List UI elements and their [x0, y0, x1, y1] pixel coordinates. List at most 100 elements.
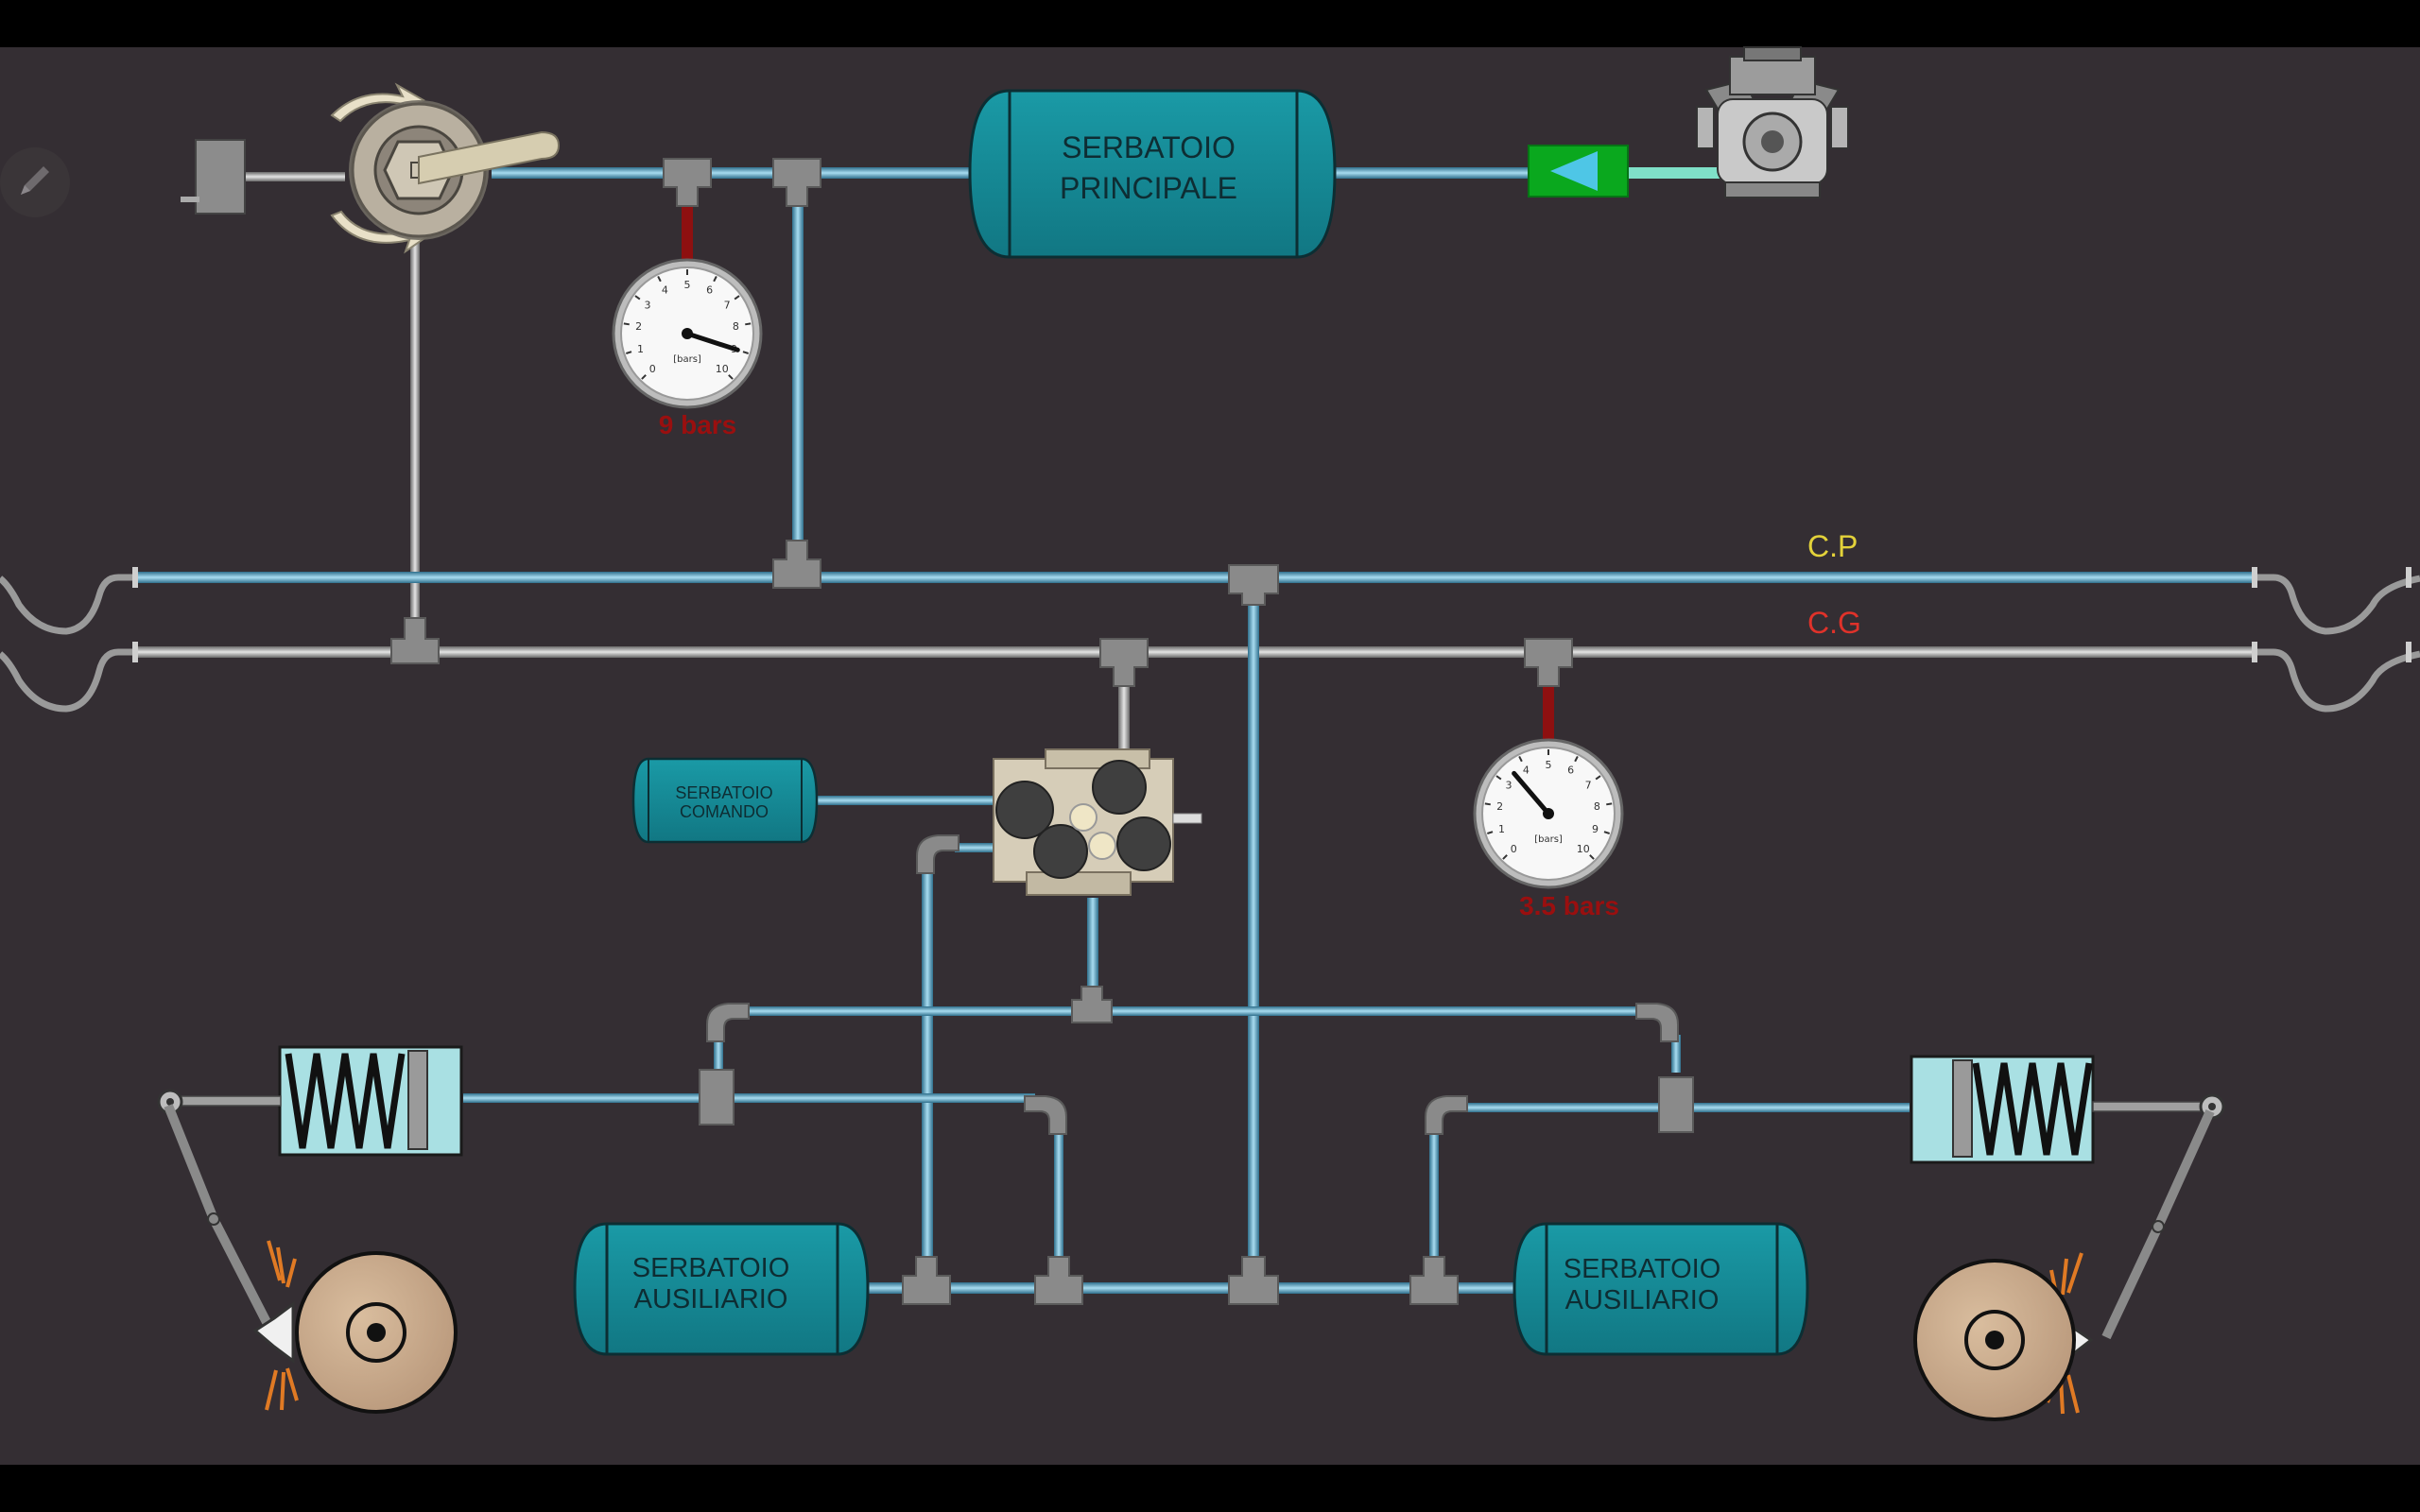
- gauge-tick-label: 6: [1567, 765, 1574, 777]
- brake-lever[interactable]: [418, 130, 561, 185]
- gauge-tick-label: 1: [637, 343, 644, 355]
- pipe-command-tank: [818, 796, 997, 805]
- tank-aux-left-label-2: AUSILIARIO: [634, 1284, 788, 1314]
- pipe-compressor-outlet: [1626, 167, 1730, 179]
- valve-mount: [195, 139, 246, 215]
- gauge-tick: [1487, 831, 1494, 834]
- elbow: [706, 1003, 750, 1042]
- t-fitting: [1228, 1256, 1279, 1305]
- gauge-tick: [742, 351, 749, 354]
- gauge-tick-label: 2: [635, 320, 642, 333]
- driver-brake-valve[interactable]: [181, 82, 561, 254]
- t-fitting: [1071, 986, 1113, 1023]
- pipe-aux-link: [865, 1282, 1517, 1294]
- t-fitting: [902, 1256, 951, 1305]
- gauge-tick-label: 3: [644, 299, 650, 311]
- tank-command-label-1: SERBATOIO: [675, 783, 772, 802]
- hose-cp-right: [2255, 574, 2420, 635]
- gauge-tick: [641, 374, 647, 380]
- tank-aux-left: SERBATOIO AUSILIARIO: [573, 1222, 870, 1356]
- gauge-tick-label: 5: [684, 279, 691, 291]
- gauge-tick-label: 6: [706, 284, 713, 297]
- gauge-needle: [684, 331, 740, 352]
- gauge-tick: [626, 351, 632, 354]
- pipe-cg: [137, 646, 2255, 658]
- t-fitting: [1034, 1256, 1083, 1305]
- brake-wheel-left: [252, 1240, 458, 1414]
- coupling-cap: [2252, 567, 2257, 588]
- gauge-tick-label: 0: [649, 363, 656, 375]
- edit-button[interactable]: [0, 147, 70, 217]
- gauge-tick-label: 1: [1498, 823, 1505, 835]
- t-fitting: [1409, 1256, 1459, 1305]
- pipe-distribution: [747, 1006, 1650, 1016]
- tank-aux-right-label-2: AUSILIARIO: [1565, 1285, 1720, 1315]
- compressor: [1696, 46, 1849, 198]
- coupling-cap: [132, 642, 138, 662]
- gauge-tick: [1606, 802, 1613, 806]
- t-fitting: [663, 158, 712, 207]
- gauge-general-reading: 3.5 bars: [1519, 891, 1619, 920]
- pipe-distributor-down: [1087, 898, 1098, 1002]
- gauge-tick-label: 10: [1577, 843, 1590, 855]
- pipe-right-valve-in: [1671, 1035, 1681, 1073]
- brake-spark-icon: [265, 1240, 299, 1411]
- tank-aux-right: SERBATOIO AUSILIARIO: [1512, 1222, 1809, 1356]
- gauge-tick-label: 4: [1523, 765, 1530, 777]
- gauge-tick-label: 10: [716, 363, 729, 375]
- tank-command: SERBATOIO COMANDO: [631, 757, 819, 844]
- gauge-tick: [1589, 854, 1595, 860]
- gauge-tick: [634, 295, 641, 301]
- t-fitting: [1524, 638, 1573, 687]
- valve-block-right: [1658, 1076, 1694, 1133]
- hose-cg-left: [0, 648, 137, 713]
- t-fitting: [1228, 564, 1279, 606]
- gauge-tick-label: 9: [1592, 823, 1599, 835]
- valve-block-left: [699, 1069, 735, 1125]
- spring-icon: [285, 1053, 406, 1149]
- tank-main-label-2: PRINCIPALE: [1060, 171, 1237, 205]
- label-cp: C.P: [1807, 529, 1858, 563]
- valve-mount-pin: [181, 197, 199, 202]
- t-fitting: [772, 540, 821, 589]
- gauge-needle: [1512, 770, 1551, 816]
- pipe-cp: [137, 572, 2255, 583]
- coupling-cap: [132, 567, 138, 588]
- gauge-main-reading: 9 bars: [659, 410, 737, 439]
- distributor-valve: [993, 748, 1202, 896]
- gauge-unit: [bars]: [673, 354, 701, 365]
- elbow: [916, 834, 959, 874]
- elbow: [1024, 1095, 1067, 1135]
- coupling-cap: [2406, 567, 2411, 588]
- hose-cp-left: [0, 574, 137, 635]
- gauge-tick: [1595, 775, 1601, 781]
- brake-shoe: [252, 1301, 295, 1364]
- gauge-tick: [1495, 775, 1502, 781]
- t-fitting: [772, 158, 821, 207]
- gauge-tick-label: 4: [662, 284, 668, 297]
- gauge-tick: [623, 322, 630, 326]
- gauge-tick-label: 7: [724, 299, 731, 311]
- gauge-tick: [1574, 755, 1579, 763]
- pipe-left-valve-in: [714, 1035, 723, 1073]
- gauge-tick: [713, 275, 717, 283]
- label-cg: C.G: [1807, 606, 1861, 640]
- gauge-tick-label: 8: [733, 320, 739, 333]
- gauge-tick: [745, 322, 752, 326]
- gauge-tick-label: 2: [1496, 800, 1503, 813]
- gauge-unit: [bars]: [1534, 834, 1563, 845]
- coupling-cap: [2406, 642, 2411, 662]
- compressor-switch[interactable]: [1528, 145, 1629, 198]
- pipe-cp-down: [1248, 583, 1259, 1282]
- coupling-cap: [2252, 642, 2257, 662]
- play-left-icon: [1550, 151, 1598, 191]
- spring-icon: [1972, 1062, 2093, 1156]
- hose-cg-right: [2255, 648, 2420, 713]
- pipe-compressor-line: [1333, 167, 1541, 179]
- elbow: [1635, 1003, 1679, 1042]
- pipe-handle-stub: [241, 172, 345, 181]
- tank-main: SERBATOIO PRINCIPALE: [968, 89, 1337, 259]
- pipe-distributor-to-aux: [922, 865, 933, 1262]
- gauge-tick: [728, 374, 734, 380]
